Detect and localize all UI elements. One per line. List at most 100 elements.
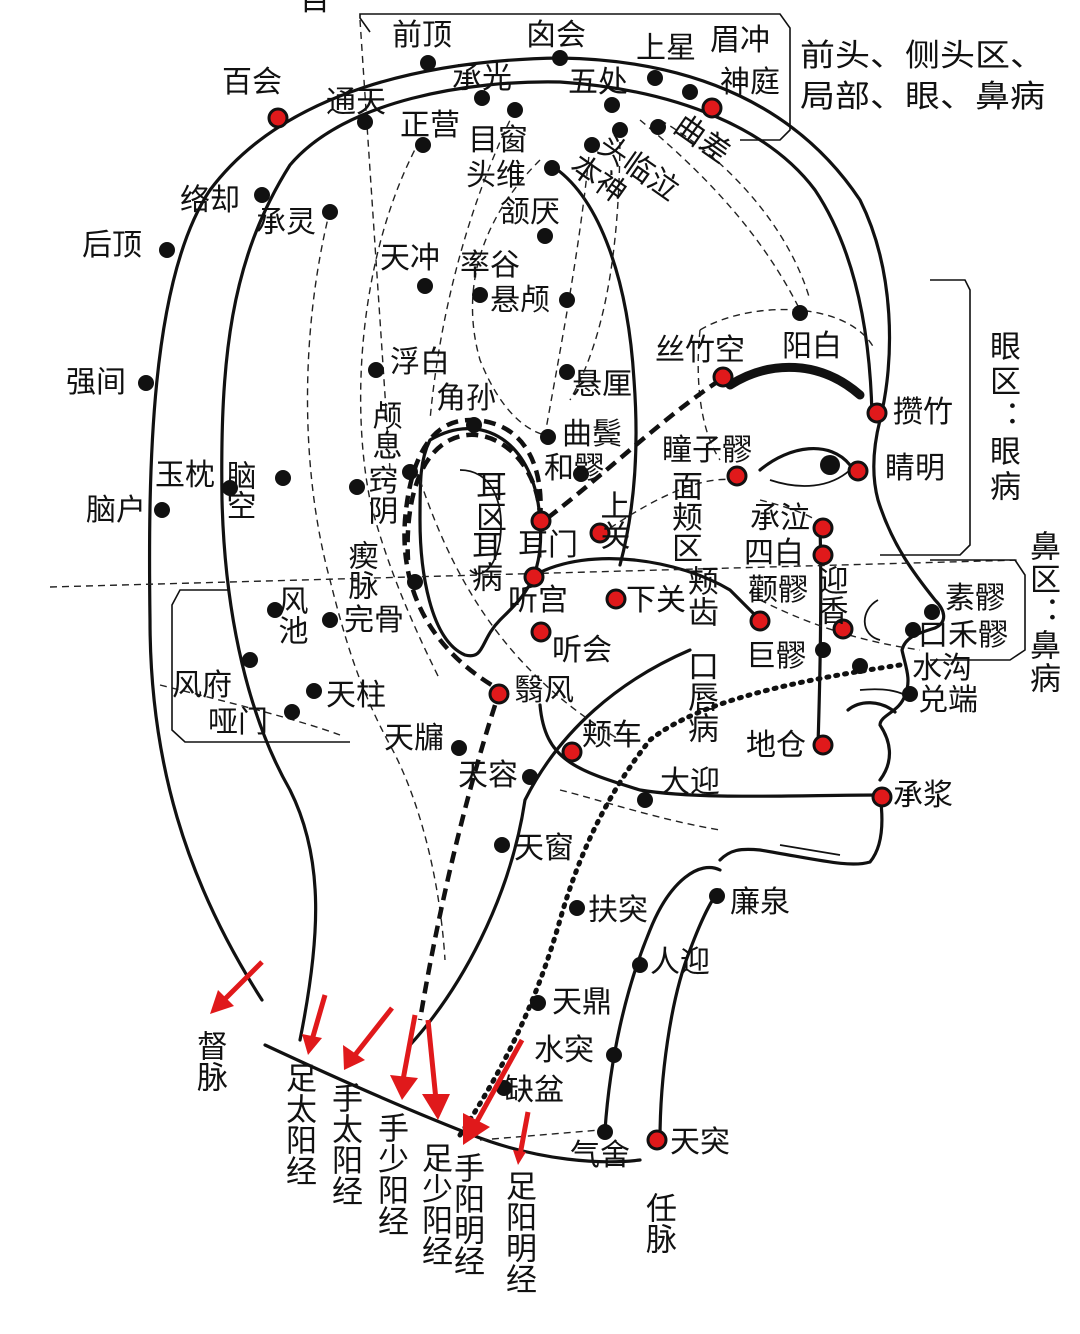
mouth-line bbox=[859, 688, 906, 696]
chin-line bbox=[538, 703, 882, 798]
acupoint-dot-yangbai bbox=[792, 305, 808, 321]
eye-upper bbox=[758, 446, 852, 472]
acupoint-dot-jiaosun bbox=[466, 417, 482, 433]
acupoint-dot-benshen bbox=[584, 137, 600, 153]
point-label-juliao: 巨髎 bbox=[746, 639, 806, 674]
acupoint-dot-suliao bbox=[924, 604, 940, 620]
acupoint-dot-houding bbox=[159, 242, 175, 258]
acupoint-dot-chengjiang bbox=[871, 786, 893, 808]
top-cut-label: 目 bbox=[300, 0, 330, 18]
point-label-lianquan: 廉泉 bbox=[730, 885, 790, 920]
point-label-jingming: 睛明 bbox=[885, 451, 945, 486]
side-dash-2 bbox=[359, 139, 441, 681]
region-mouth-label-2: 口唇病 bbox=[682, 650, 718, 743]
vertical-dash bbox=[359, 19, 391, 471]
point-label-chengqi: 承泣 bbox=[750, 501, 810, 536]
point-label-ermen: 耳门 bbox=[518, 528, 578, 563]
arrow-du bbox=[220, 960, 264, 1004]
point-label-muchuang: 目窗 bbox=[468, 123, 528, 158]
side-dash-7 bbox=[659, 119, 811, 301]
arrowhead-shou-shaoyang bbox=[390, 1075, 418, 1100]
acupoint-dot-tinggong bbox=[523, 566, 545, 588]
acupoint-dot-tinghui bbox=[530, 621, 552, 643]
acupoint-dot-juliao bbox=[815, 642, 831, 658]
point-label-chengguang: 承光 bbox=[452, 61, 512, 96]
point-label-luxi: 颅息 bbox=[367, 400, 402, 460]
acupoint-dot-jiache bbox=[561, 741, 583, 763]
acupoint-dot-jingming bbox=[847, 460, 869, 482]
point-label-luoque: 络却 bbox=[180, 183, 240, 218]
ear-inner bbox=[459, 469, 502, 575]
acupoint-dot-daying bbox=[637, 792, 653, 808]
region-head-label-2: 局部、眼、鼻病 bbox=[800, 79, 1045, 115]
acupoint-dots bbox=[138, 50, 940, 1151]
jaw-dash bbox=[779, 844, 841, 856]
acupoint-dot-qianding bbox=[420, 55, 436, 71]
region-nose-label: 鼻区：鼻病 bbox=[1024, 530, 1060, 695]
point-label-heliao2: 口禾髎 bbox=[918, 618, 1008, 653]
acupoint-dot-tianchuang bbox=[494, 837, 510, 853]
acupoint-dot-yingxiang bbox=[832, 618, 854, 640]
acupoint-dot-hanyan bbox=[537, 228, 553, 244]
point-label-hanyan: 颔厌 bbox=[500, 195, 560, 230]
point-label-yifeng: 翳风 bbox=[514, 673, 574, 708]
arrow-shou-taiyang bbox=[353, 1006, 394, 1057]
acupoint-dot-wuchu bbox=[604, 97, 620, 113]
point-label-touwei: 头维 bbox=[466, 158, 526, 193]
acupoint-dot-chengling bbox=[322, 204, 338, 220]
face-profile bbox=[872, 418, 946, 782]
acupoint-dot-chengguang bbox=[474, 90, 490, 106]
side-dash-5 bbox=[569, 129, 621, 401]
acupoint-dot-meichong bbox=[682, 84, 698, 100]
side-dash-6 bbox=[639, 119, 801, 311]
acupoint-dot-duiduan bbox=[902, 686, 918, 702]
mouth-dash bbox=[759, 599, 921, 651]
acupoint-dot-toulinqi bbox=[612, 122, 628, 138]
point-label-daying: 大迎 bbox=[660, 765, 720, 800]
arrowhead-zu-shaoyang bbox=[422, 1094, 450, 1120]
meridian-label-shou-taiyang: 手太阳经 bbox=[326, 1082, 362, 1206]
acupoint-dot-lianquan bbox=[709, 888, 725, 904]
du-meridian-line bbox=[147, 56, 892, 1002]
point-label-futu: 扶突 bbox=[588, 893, 648, 928]
point-label-houding: 后顶 bbox=[82, 228, 142, 263]
acupoint-dot-sibai bbox=[812, 544, 834, 566]
arrowhead-zu-taiyang bbox=[302, 1034, 322, 1055]
acupoint-dot-zhengying bbox=[415, 137, 431, 153]
point-label-tianyou: 天牖 bbox=[384, 721, 444, 756]
acupoint-dot-ermen bbox=[530, 510, 552, 532]
acupoint-dot-shuitu bbox=[606, 1047, 622, 1063]
acupoint-dot-tongziliao bbox=[726, 465, 748, 487]
point-label-chengjiang: 承浆 bbox=[893, 778, 953, 813]
acupoint-dot-fubai bbox=[368, 362, 384, 378]
region-labels: 前头、侧头区、 局部、眼、鼻病 眼区：眼病 鼻区：鼻病 耳区 耳病 面颊区 颊齿… bbox=[466, 38, 1060, 743]
point-label-jiache: 颊车 bbox=[582, 718, 642, 753]
meridian-labels: 督脉 足太阳经 手太阳经 手少阳经 足少阳经 手阳明经 足阳明经 任脉 bbox=[191, 1030, 677, 1294]
acupoint-dot-shangxing bbox=[647, 70, 663, 86]
arrow-zu-yangming bbox=[517, 1111, 531, 1156]
acupoint-dot-naokong bbox=[275, 470, 291, 486]
point-label-xiaguan: 下关 bbox=[626, 583, 686, 618]
acupoint-dot-xinhui bbox=[552, 50, 568, 66]
acupoint-dot-baihui bbox=[267, 107, 289, 129]
acupoint-dot-shuigou bbox=[852, 658, 868, 674]
point-label-shenting: 神庭 bbox=[720, 65, 780, 100]
point-label-sizhukong: 丝竹空 bbox=[655, 333, 745, 368]
point-label-tianchong: 天冲 bbox=[380, 241, 440, 276]
point-label-shuitu: 水突 bbox=[534, 1033, 594, 1068]
region-head-label: 前头、侧头区、 bbox=[800, 38, 1045, 74]
point-label-yangbai: 阳白 bbox=[782, 329, 842, 364]
point-label-zanzhu: 攒竹 bbox=[893, 395, 953, 430]
acupoint-dot-chengqi bbox=[812, 517, 834, 539]
acupoint-dot-qishe bbox=[597, 1124, 613, 1140]
jaw-line bbox=[408, 648, 692, 1047]
acupoint-dot-heliao2 bbox=[905, 622, 921, 638]
acupoint-dot-sizhukong bbox=[712, 366, 734, 388]
side-dash-1 bbox=[306, 209, 446, 961]
point-label-tinghui: 听会 bbox=[552, 633, 612, 668]
acupoint-dot-zanzhu bbox=[866, 402, 888, 424]
point-label-baihui: 百会 bbox=[222, 65, 282, 100]
neck-dash-3 bbox=[559, 789, 721, 831]
acupoint-dot-qiaoyin bbox=[349, 479, 365, 495]
